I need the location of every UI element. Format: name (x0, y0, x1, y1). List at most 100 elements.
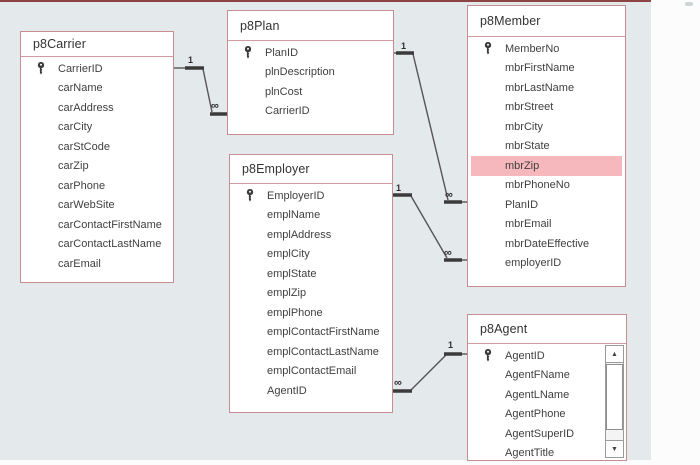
field-list: MemberNo mbrFirstName mbrLastName mbrStreet… (468, 37, 625, 273)
scroll-thumb[interactable] (606, 364, 623, 430)
field-row-AgentID[interactable]: AgentID (233, 381, 389, 401)
field-row-AgentPhone[interactable]: AgentPhone (471, 405, 601, 425)
field-row-mbrEmail[interactable]: mbrEmail (471, 215, 622, 235)
field-row-AgentID[interactable]: AgentID (471, 346, 601, 366)
field-name: mbrLastName (505, 81, 575, 94)
field-name: AgentSuperID (505, 427, 575, 440)
table-p8employer[interactable]: p8Employer EmployerID emplName emplAddress… (229, 154, 393, 413)
field-row-MemberNo[interactable]: MemberNo (471, 39, 622, 59)
field-row-emplPhone[interactable]: emplPhone (233, 303, 389, 323)
field-row-mbrZip[interactable]: mbrZip (471, 156, 622, 176)
field-name: carWebSite (58, 199, 115, 212)
field-row-emplAddress[interactable]: emplAddress (233, 225, 389, 245)
field-name: mbrDateEffective (505, 237, 590, 250)
field-name: carName (58, 82, 103, 95)
field-name: carStCode (58, 140, 110, 153)
field-name: employerID (505, 257, 562, 270)
field-row-PlanID[interactable]: PlanID (471, 195, 622, 215)
field-row-emplState[interactable]: emplState (233, 264, 389, 284)
table-p8carrier[interactable]: p8Carrier CarrierID carName carAddress carC… (20, 31, 174, 283)
table-title: p8Member (468, 6, 625, 37)
field-name: emplPhone (267, 306, 323, 319)
field-row-PlanID[interactable]: PlanID (231, 43, 390, 63)
field-row-plnCost[interactable]: plnCost (231, 82, 390, 102)
field-name: CarrierID (58, 62, 103, 75)
field-name: mbrZip (505, 159, 540, 172)
field-row-carContactLastName[interactable]: carContactLastName (24, 235, 170, 255)
field-row-carZip[interactable]: carZip (24, 157, 170, 177)
field-row-AgentFName[interactable]: AgentFName (471, 366, 601, 386)
table-title: p8Plan (228, 11, 393, 41)
field-row-emplContactFirstName[interactable]: emplContactFirstName (233, 323, 389, 343)
field-row-mbrStreet[interactable]: mbrStreet (471, 98, 622, 118)
field-name: carContactLastName (58, 238, 162, 251)
field-row-emplName[interactable]: emplName (233, 206, 389, 226)
field-name: emplCity (267, 248, 310, 261)
field-row-emplZip[interactable]: emplZip (233, 284, 389, 304)
agent-scrollbar[interactable]: ▲ ▼ (605, 345, 624, 458)
field-name: carEmail (58, 257, 101, 270)
table-title: p8Agent (468, 315, 626, 344)
field-row-carContactFirstName[interactable]: carContactFirstName (24, 215, 170, 235)
table-title: p8Carrier (21, 32, 173, 57)
scroll-up-button[interactable]: ▲ (606, 346, 623, 363)
field-row-carEmail[interactable]: carEmail (24, 254, 170, 274)
field-row-AgentSuperID[interactable]: AgentSuperID (471, 424, 601, 444)
scroll-up-icon: ▲ (611, 350, 618, 358)
field-row-AgentTitle[interactable]: AgentTitle (471, 444, 601, 461)
field-list: CarrierID carName carAddress carCity carStCo… (21, 57, 173, 274)
field-row-carAddress[interactable]: carAddress (24, 98, 170, 118)
field-row-mbrPhoneNo[interactable]: mbrPhoneNo (471, 176, 622, 196)
field-row-carCity[interactable]: carCity (24, 118, 170, 138)
field-name: plnDescription (265, 66, 335, 79)
field-row-mbrLastName[interactable]: mbrLastName (471, 78, 622, 98)
field-row-carStCode[interactable]: carStCode (24, 137, 170, 157)
field-list: EmployerID emplName emplAddress emplCity emp… (230, 184, 392, 401)
field-row-carWebSite[interactable]: carWebSite (24, 196, 170, 216)
field-name: MemberNo (505, 42, 560, 55)
scroll-down-button[interactable]: ▼ (606, 440, 623, 457)
field-name: carAddress (58, 101, 114, 114)
field-name: mbrStreet (505, 101, 554, 114)
field-row-emplContactLastName[interactable]: emplContactLastName (233, 342, 389, 362)
cardinality-label-one: 1 (188, 55, 194, 65)
field-row-plnDescription[interactable]: plnDescription (231, 63, 390, 83)
field-row-carName[interactable]: carName (24, 79, 170, 99)
field-row-mbrFirstName[interactable]: mbrFirstName (471, 59, 622, 79)
field-name: PlanID (505, 198, 539, 211)
field-row-CarrierID[interactable]: CarrierID (231, 102, 390, 122)
primary-key-cell (484, 349, 505, 362)
table-title: p8Employer (230, 155, 392, 184)
field-row-carPhone[interactable]: carPhone (24, 176, 170, 196)
cardinality-label-one: 1 (396, 183, 402, 193)
field-row-employerID[interactable]: employerID (471, 254, 622, 274)
primary-key-cell (244, 46, 265, 59)
field-name: emplName (267, 209, 321, 222)
field-row-emplContactEmail[interactable]: emplContactEmail (233, 362, 389, 382)
table-p8member[interactable]: p8Member MemberNo mbrFirstName mbrLastName… (467, 5, 626, 287)
field-name: AgentID (505, 349, 545, 362)
primary-key-cell (484, 42, 505, 55)
field-name: EmployerID (267, 189, 325, 202)
field-row-mbrCity[interactable]: mbrCity (471, 117, 622, 137)
primary-key-icon (484, 42, 492, 55)
field-name: mbrState (505, 140, 550, 153)
field-row-mbrDateEffective[interactable]: mbrDateEffective (471, 234, 622, 254)
primary-key-icon (246, 189, 254, 202)
primary-key-cell (246, 189, 267, 202)
field-name: carPhone (58, 179, 106, 192)
field-row-CarrierID[interactable]: CarrierID (24, 59, 170, 79)
field-name: emplContactEmail (267, 365, 357, 378)
cardinality-label-many: ∞ (445, 189, 453, 201)
field-row-emplCity[interactable]: emplCity (233, 245, 389, 265)
field-row-mbrState[interactable]: mbrState (471, 137, 622, 157)
field-name: carZip (58, 160, 89, 173)
field-row-EmployerID[interactable]: EmployerID (233, 186, 389, 206)
field-name: AgentID (267, 384, 307, 397)
field-row-AgentLName[interactable]: AgentLName (471, 385, 601, 405)
